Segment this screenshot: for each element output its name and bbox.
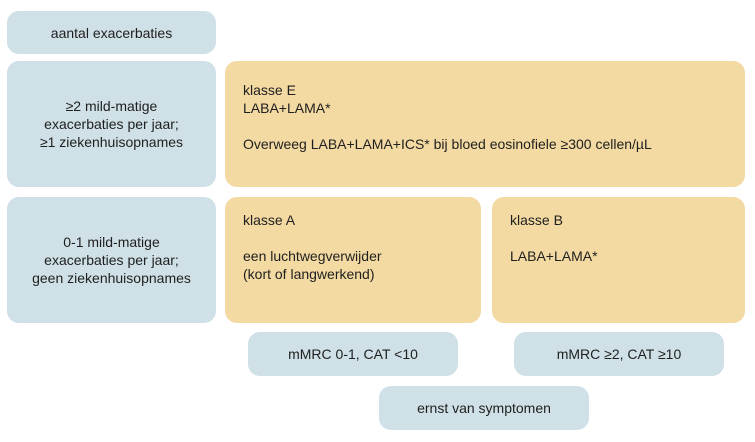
column-label-low: mMRC 0-1, CAT <10	[248, 332, 458, 376]
column-label-high: mMRC ≥2, CAT ≥10	[514, 332, 724, 376]
row-label-low: 0-1 mild-matige exacerbaties per jaar; g…	[7, 197, 216, 323]
symptom-severity-label: ernst van symptomen	[417, 400, 551, 416]
row-label-low-text: 0-1 mild-matige exacerbaties per jaar; g…	[32, 234, 191, 286]
column-label-low-text: mMRC 0-1, CAT <10	[288, 346, 418, 362]
class-b-title: klasse B	[510, 212, 563, 228]
exacerbations-header-label: aantal exacerbaties	[50, 24, 173, 41]
class-e-consider: Overweeg LABA+LAMA+ICS* bij bloed eosino…	[243, 136, 652, 152]
class-a-box: klasse A een luchtwegverwijder (kort of …	[225, 197, 481, 323]
class-b-treatment: LABA+LAMA*	[510, 248, 598, 264]
class-a-title: klasse A	[243, 212, 296, 228]
class-e-treatment: LABA+LAMA*	[243, 100, 331, 116]
class-a-treatment: een luchtwegverwijder	[243, 248, 382, 264]
row-label-high-text: ≥2 mild-matige exacerbaties per jaar; ≥1…	[39, 98, 184, 150]
column-label-high-text: mMRC ≥2, CAT ≥10	[556, 346, 682, 362]
class-a-treatment-note: (kort of langwerkend)	[243, 266, 375, 282]
symptom-severity-footer: ernst van symptomen	[379, 386, 589, 430]
class-b-box: klasse B LABA+LAMA*	[492, 197, 745, 323]
exacerbations-header: aantal exacerbaties	[7, 11, 216, 54]
row-label-high: ≥2 mild-matige exacerbaties per jaar; ≥1…	[7, 61, 216, 187]
class-e-title: klasse E	[243, 82, 296, 98]
class-e-box: klasse E LABA+LAMA* Overweeg LABA+LAMA+I…	[225, 61, 745, 187]
